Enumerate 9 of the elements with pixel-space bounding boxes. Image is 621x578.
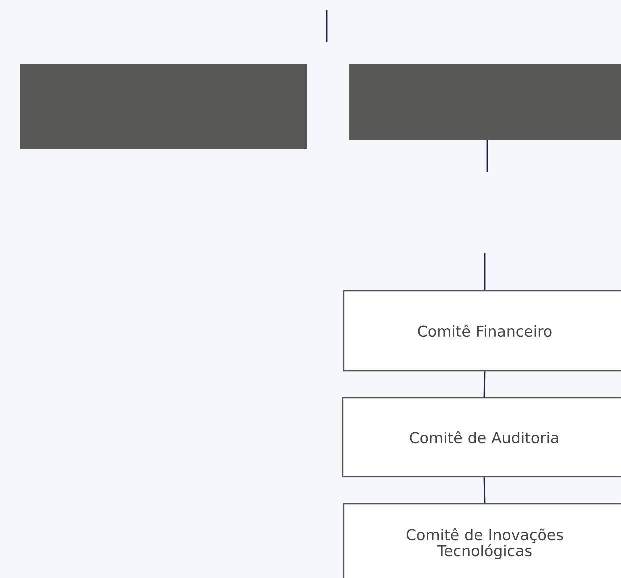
dark-box [349,64,621,140]
committee-box: Comitê Financeiro [343,290,621,372]
connector-line [484,253,486,290]
committee-box: Comitê de Auditoria [342,397,621,478]
dark-box [20,64,307,149]
connector-line [486,140,488,172]
committee-box: Comitê de Inovações Tecnológicas [343,503,621,578]
connector-line [484,478,486,504]
connector-line [484,372,486,398]
